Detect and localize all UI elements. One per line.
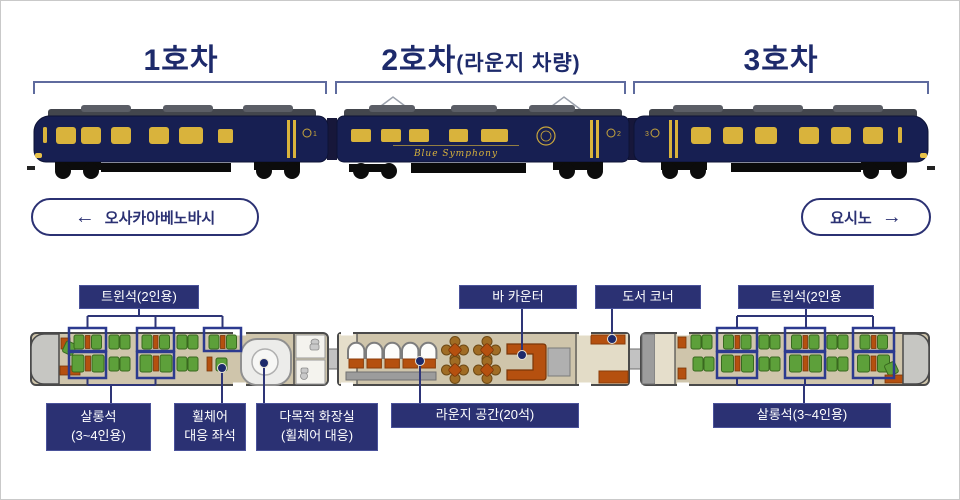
car2-title-text: 2호차 — [381, 44, 457, 77]
car1-title: 1호차 — [61, 35, 301, 79]
direction-right: 요시노 → — [801, 198, 931, 236]
train-car-3: 3 — [633, 105, 935, 179]
lounge-booths — [345, 341, 438, 381]
train-car-2: Blue Symphony 2 — [336, 105, 630, 179]
train-car-1: 1 — [27, 105, 329, 179]
direction-left: ← 오사카아베노바시 — [31, 198, 259, 236]
car-number-2: 2 — [617, 131, 621, 138]
car-number-3: 3 — [645, 131, 649, 138]
car2-bracket — [335, 81, 626, 94]
label-book-corner: 도서 코너 — [595, 285, 701, 309]
emblem-icon — [536, 126, 556, 146]
callout-lines — [86, 309, 874, 403]
label-wheelchair-seat: 휠체어 대응 좌석 — [174, 403, 246, 451]
left-arrow-icon: ← — [74, 206, 95, 228]
label-salon-seat-right: 살롱석(3~4인용) — [713, 403, 891, 428]
label-twin-seat-left: 트윈석(2인용) — [79, 285, 199, 309]
label-bar-counter: 바 카운터 — [459, 285, 577, 309]
car3-bracket — [633, 81, 929, 94]
right-arrow-icon: → — [881, 206, 902, 228]
car1-bracket — [33, 81, 327, 94]
label-lounge-space: 라운지 공간(20석) — [391, 403, 579, 428]
train-side-view: 1 Blue Symphony — [27, 96, 935, 179]
plan-gangway-2 — [627, 348, 643, 370]
car2-subtitle-text: (라운지 차량) — [456, 52, 581, 75]
bar-counter-shape — [506, 343, 571, 381]
callout-dots — [217, 334, 617, 373]
label-salon-seat-left: 살롱석 (3~4인용) — [46, 403, 151, 451]
brand-text: Blue Symphony — [413, 149, 498, 159]
direction-left-label: 오사카아베노바시 — [104, 209, 216, 227]
gangway-1 — [327, 118, 337, 160]
floor-plan — [30, 309, 930, 403]
direction-right-label: 요시노 — [830, 209, 872, 227]
toilet-room-icon — [295, 334, 326, 385]
car3-title: 3호차 — [661, 35, 901, 79]
car2-title: 2호차(라운지 차량) — [296, 35, 666, 79]
label-twin-seat-right: 트윈석(2인용 — [738, 285, 874, 309]
car-number-1: 1 — [313, 131, 317, 138]
car3-title-text: 3호차 — [743, 44, 819, 77]
car1-title-text: 1호차 — [143, 44, 219, 77]
label-multipurpose-toilet: 다목적 화장실 (휠체어 대응) — [256, 403, 378, 451]
plan-car-2 — [337, 332, 630, 386]
